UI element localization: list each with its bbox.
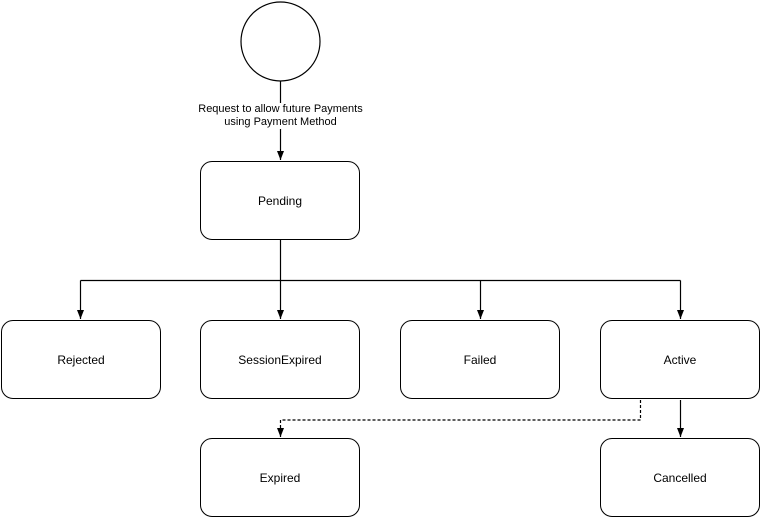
state-node-session-expired: SessionExpired [200, 320, 360, 399]
node-label: Failed [463, 352, 497, 367]
node-label: Pending [257, 193, 303, 208]
node-label: SessionExpired [238, 352, 322, 367]
state-node-pending: Pending [200, 161, 360, 240]
node-label: Cancelled [653, 470, 707, 485]
state-node-active: Active [600, 320, 760, 399]
state-node-failed: Failed [400, 320, 560, 399]
edge-active-to-expired-dashed [277, 400, 642, 437]
edge-label-request-future-payments: Request to allow future Payments using P… [180, 103, 381, 129]
state-node-expired: Expired [200, 438, 360, 517]
start-state-circle [240, 1, 321, 82]
node-label: Active [663, 352, 697, 367]
state-node-rejected: Rejected [1, 320, 161, 399]
state-node-cancelled: Cancelled [600, 438, 760, 517]
node-label: Expired [259, 470, 301, 485]
node-label: Rejected [57, 352, 105, 367]
